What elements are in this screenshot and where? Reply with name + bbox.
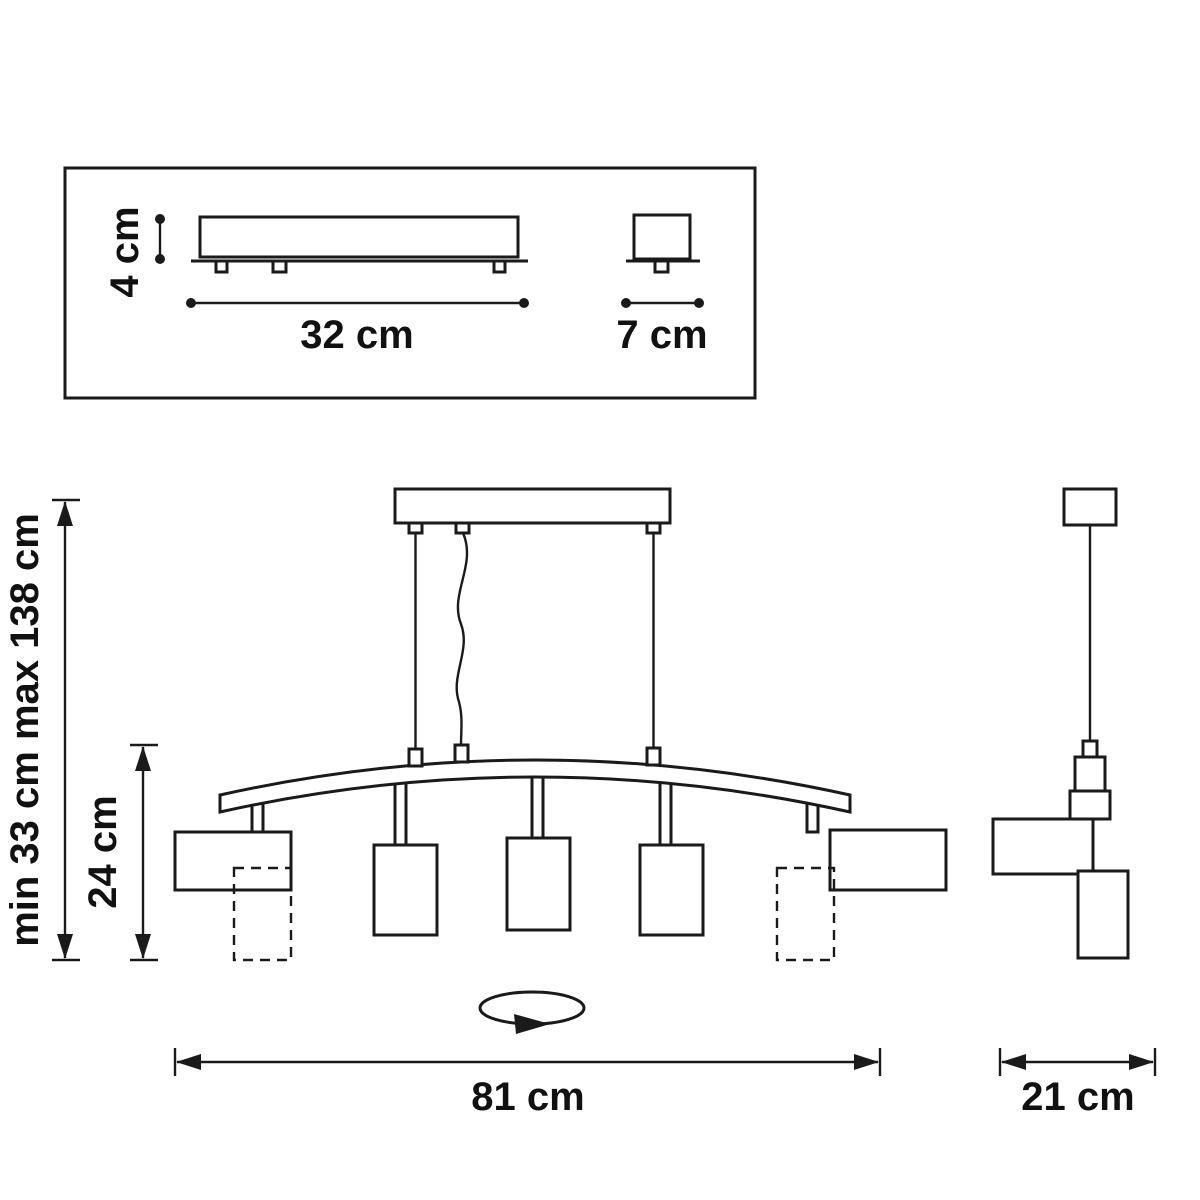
canopy-width-label: 7 cm: [616, 313, 707, 357]
dim-arrowhead-down: [57, 934, 73, 959]
rod-connector: [407, 747, 424, 768]
dim-canopy-length: 32 cm: [186, 298, 529, 357]
side-cable-connector: [1081, 739, 1099, 759]
dim-arrowhead-down: [135, 934, 151, 959]
body-height-label: 24 cm: [81, 795, 125, 908]
shade-rotated-position-outline: [232, 866, 293, 962]
canopy-end-foot: [653, 259, 670, 274]
overall-height-label: min 33 cm max 138 cm: [3, 513, 47, 947]
dim-endpoint-dot: [155, 254, 165, 264]
shade-stem: [530, 768, 545, 840]
shade-vertical: [372, 843, 439, 937]
side-shade-vertical: [1076, 869, 1130, 960]
canopy-mount-foot: [271, 259, 288, 274]
shade-horizontal-right: [828, 828, 948, 892]
dim-fixture-width: 81 cm: [173, 1048, 882, 1119]
shade-stem: [393, 774, 408, 847]
fixture-width-label: 81 cm: [471, 1075, 584, 1119]
side-ceiling-canopy: [1062, 487, 1118, 527]
dim-arrowhead-left: [1001, 1054, 1026, 1070]
dim-endpoint-dot: [694, 298, 704, 308]
dim-arrowhead-up: [57, 501, 73, 526]
dim-arrowhead-right: [1129, 1054, 1154, 1070]
canopy-cable-gland: [645, 521, 662, 535]
rotation-arrow-icon: [478, 990, 586, 1034]
canopy-detail-panel: 4 cm 32 cm 7 cm: [63, 166, 757, 400]
side-arm-block-upper: [1073, 755, 1107, 793]
canopy-end-outline: [632, 213, 692, 261]
shade-horizontal-left: [173, 830, 293, 892]
shade-stem: [658, 774, 673, 847]
canopy-cable-gland: [407, 521, 424, 535]
canopy-length-label: 32 cm: [300, 313, 413, 357]
rotation-arrowhead: [514, 1014, 550, 1034]
side-shade-horizontal: [991, 817, 1095, 876]
rod-connector: [645, 746, 662, 767]
ceiling-canopy: [393, 487, 672, 525]
dim-body-height: 24 cm: [81, 743, 158, 962]
cable-connector: [453, 743, 470, 764]
canopy-long-side-view: [191, 215, 528, 274]
canopy-cable-gland: [454, 521, 471, 535]
detail-panel-border: [63, 166, 757, 400]
pendant-front-view: [173, 487, 948, 1034]
dim-fixture-depth: 21 cm: [998, 1048, 1157, 1119]
canopy-mount-foot: [492, 259, 507, 274]
curved-arm: [218, 758, 852, 814]
shade-vertical-center: [505, 836, 572, 932]
dim-canopy-width: 7 cm: [616, 298, 708, 357]
shade-vertical: [638, 843, 705, 937]
canopy-end-view: [626, 213, 700, 274]
suspension-cable-middle: [455, 532, 469, 746]
dim-endpoint-dot: [519, 298, 529, 308]
canopy-height-label: 4 cm: [103, 206, 147, 297]
dim-endpoint-dot: [186, 298, 196, 308]
dim-endpoint-dot: [155, 214, 165, 224]
side-arm-block-lower: [1068, 789, 1112, 821]
dim-arrowhead-left: [176, 1054, 201, 1070]
pendant-side-view: [991, 487, 1130, 960]
canopy-plate-outline: [198, 215, 520, 259]
dim-overall-height: min 33 cm max 138 cm: [3, 498, 80, 962]
dim-canopy-height: 4 cm: [103, 206, 165, 298]
canopy-mount-foot: [214, 259, 229, 274]
dim-arrowhead-up: [135, 746, 151, 771]
dim-arrowhead-right: [854, 1054, 879, 1070]
dim-endpoint-dot: [621, 298, 631, 308]
shade-rotated-position-outline: [775, 866, 836, 962]
fixture-depth-label: 21 cm: [1021, 1075, 1134, 1119]
